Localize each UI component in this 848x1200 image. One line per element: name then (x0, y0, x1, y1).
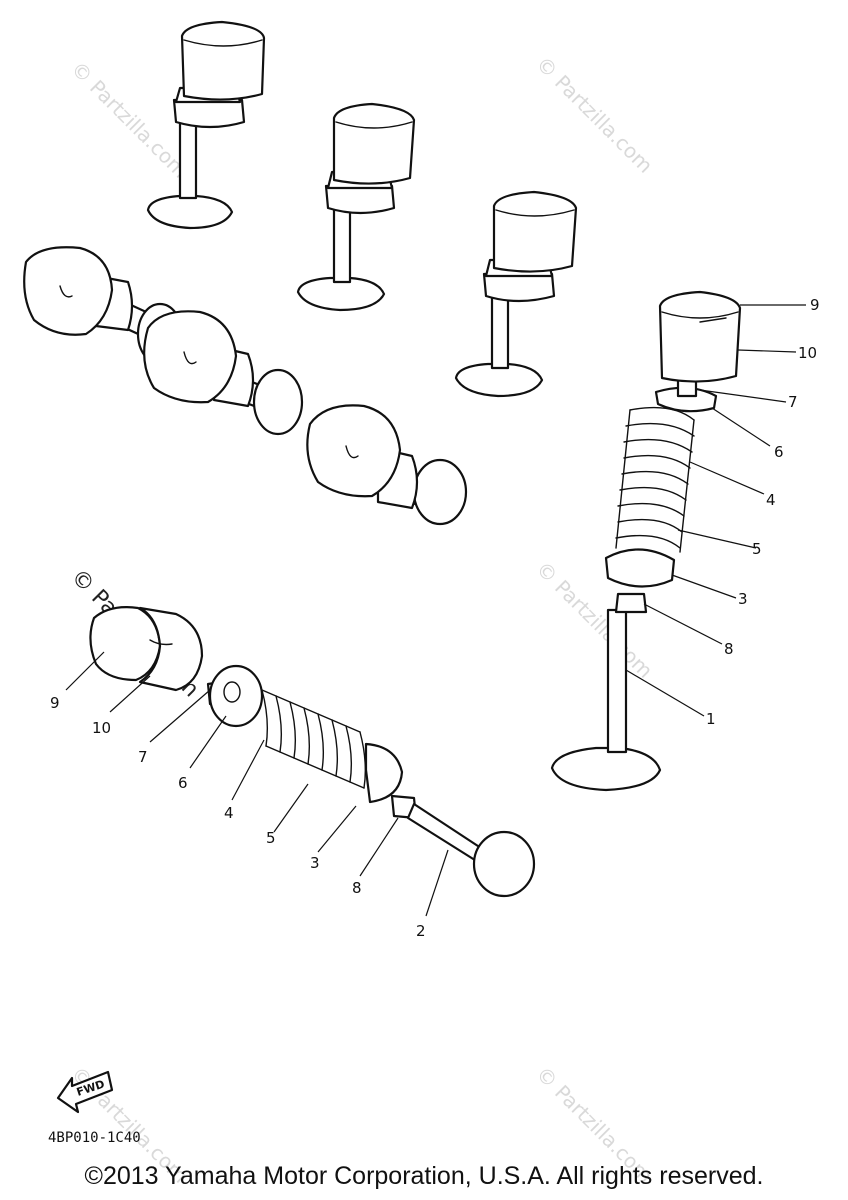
valve-assembly-background (146, 20, 266, 230)
callouts-right: 9 10 7 6 4 5 3 8 1 (706, 296, 820, 728)
callout-label: 3 (738, 590, 748, 608)
forward-arrow-icon: FWD (56, 1070, 114, 1114)
valve-spring (615, 406, 695, 553)
valve-assembly-horizontal (143, 310, 304, 436)
valve-assembly-background (454, 190, 578, 398)
callout-label: 9 (50, 694, 60, 712)
callout-label: 5 (266, 829, 276, 847)
callout-label: 7 (788, 393, 798, 411)
callout-label: 2 (416, 922, 426, 940)
watermark: © Partzilla.com (531, 52, 657, 178)
leader-lines-right (625, 304, 806, 717)
diagram-code: 4BP010-1C40 (48, 1130, 141, 1146)
leader-lines-left (65, 651, 449, 917)
copyright-notice: ©2013 Yamaha Motor Corporation, U.S.A. A… (84, 1162, 764, 1190)
callout-label: 9 (810, 296, 820, 314)
callout-label: 10 (92, 719, 111, 737)
valve-assembly-background (296, 102, 416, 312)
callouts-left: 9 10 7 6 4 5 3 8 2 (50, 694, 426, 940)
callout-label: 6 (178, 774, 188, 792)
callout-label: 6 (774, 443, 784, 461)
watermark: © Partzilla.com (66, 57, 192, 183)
callout-label: 3 (310, 854, 320, 872)
valve-assembly-exploded-left (89, 606, 536, 898)
callout-label: 7 (138, 748, 148, 766)
callout-label: 10 (798, 344, 817, 362)
callout-label: 5 (752, 540, 762, 558)
callout-label: 1 (706, 710, 716, 728)
callout-label: 4 (766, 491, 776, 509)
valve-spring (261, 689, 367, 789)
valve-assembly-exploded-right (550, 290, 742, 792)
callout-label: 8 (352, 879, 362, 897)
callout-label: 8 (724, 640, 734, 658)
valve-assembly-horizontal (306, 404, 468, 526)
callout-label: 4 (224, 804, 234, 822)
